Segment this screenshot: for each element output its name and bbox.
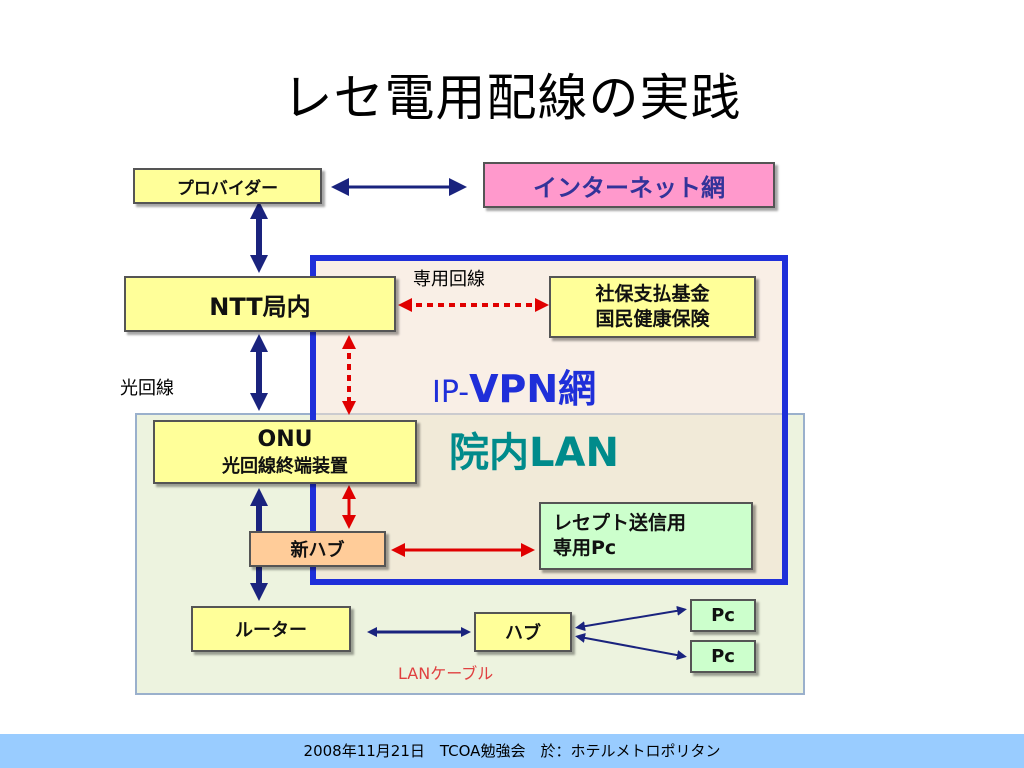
ntt-office-label: NTT局内: [209, 292, 311, 321]
provider-label: プロバイダー: [176, 178, 279, 199]
arrow-hub-pc1: [575, 605, 687, 632]
new-hub-label: 新ハブ: [290, 540, 345, 561]
onu-box: ONU 光回線終端装置: [153, 420, 417, 484]
optical-line-label: 光回線: [120, 378, 174, 399]
page-title: レセ電用配線の実践: [282, 69, 742, 127]
internet-box: インターネット網: [483, 162, 775, 208]
lan-title: 院内LAN: [449, 430, 619, 476]
pc-box-2: Pc: [690, 640, 756, 673]
pc-label-2: Pc: [711, 646, 735, 667]
social-insurance-label-2: 国民健康保険: [595, 308, 710, 330]
ip-prefix: IP-: [432, 375, 470, 410]
lan-cable-label: LANケーブル: [398, 664, 494, 683]
router-label: ルーター: [235, 620, 307, 641]
ntt-office-box: NTT局内: [124, 276, 396, 332]
router-box: ルーター: [191, 606, 351, 652]
vpn-label: VPN網: [469, 367, 597, 411]
hub-box: ハブ: [474, 612, 572, 652]
receipt-pc-box: レセプト送信用 専用Pc: [539, 502, 753, 570]
dedicated-line-label: 専用回線: [413, 269, 485, 290]
receipt-pc-label-2: 専用Pc: [553, 537, 617, 559]
provider-box: プロバイダー: [133, 168, 322, 204]
social-insurance-label-1: 社保支払基金: [595, 283, 710, 306]
ip-vpn-title: IP-VPN網: [432, 358, 596, 413]
hub-label: ハブ: [505, 623, 541, 644]
pc-box-1: Pc: [690, 599, 756, 632]
onu-label: ONU: [257, 427, 313, 452]
arrow-hub-pc2: [575, 633, 687, 660]
footer: 2008年11月21日 TCOA勉強会 於：ホテルメトロポリタン: [0, 734, 1024, 768]
internet-label: インターネット網: [533, 173, 725, 202]
receipt-pc-label-1: レセプト送信用: [553, 512, 687, 535]
social-insurance-box: 社保支払基金 国民健康保険: [549, 276, 756, 338]
new-hub-box: 新ハブ: [249, 531, 386, 567]
pc-label-1: Pc: [711, 605, 735, 626]
onu-sub-label: 光回線終端装置: [222, 455, 348, 477]
